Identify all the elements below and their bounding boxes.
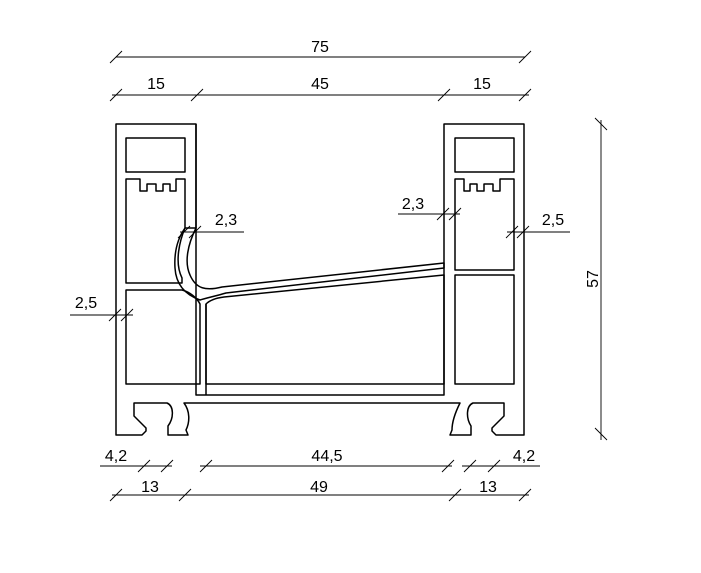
dim-label-overall-width: 75 xyxy=(311,39,329,56)
right-bottom-chamber xyxy=(454,274,515,385)
dim-label-wall-right-inner: 2,3 xyxy=(402,196,424,213)
dim-label-wall-right-outer: 2,5 xyxy=(542,212,564,229)
left-bottom-chamber xyxy=(125,289,201,385)
profile-section xyxy=(115,123,525,436)
dim-wall-left-inner: 2,3 xyxy=(177,212,244,239)
dim-label-wall-left-outer: 2,5 xyxy=(75,295,97,312)
center-chamber xyxy=(205,274,445,385)
right-slot-chamber xyxy=(454,178,515,271)
left-top-chamber xyxy=(125,137,186,173)
dim-label-overall-height: 57 xyxy=(585,270,602,288)
dim-wall-left-outer: 2,5 xyxy=(70,295,134,322)
dim-overall-height: 57 xyxy=(585,117,608,441)
dim-wall-right-outer: 2,5 xyxy=(505,212,570,239)
dim-wall-right-inner: 2,3 xyxy=(398,196,462,221)
dim-label-foot-right: 4,2 xyxy=(513,448,535,465)
dim-label-center-span: 45 xyxy=(311,76,329,93)
dim-label-wall-left-inner: 2,3 xyxy=(215,212,237,229)
dim-label-right-flange: 15 xyxy=(473,76,491,93)
dim-label-inner-span: 44,5 xyxy=(311,448,342,465)
left-slot-chamber xyxy=(125,178,186,284)
right-top-chamber xyxy=(454,137,515,173)
dim-bottom-lower: 13 49 13 xyxy=(109,479,532,502)
dim-label-base-left: 13 xyxy=(141,479,159,496)
dim-top-segments: 15 45 15 xyxy=(109,76,532,102)
dim-label-base-right: 13 xyxy=(479,479,497,496)
dim-label-base-center: 49 xyxy=(310,479,328,496)
dim-label-foot-left: 4,2 xyxy=(105,448,127,465)
curved-tongue xyxy=(174,227,445,301)
dim-bottom-upper: 4,2 44,5 4,2 xyxy=(100,448,540,473)
profile-outer-contour xyxy=(115,123,525,436)
dim-overall-width: 75 xyxy=(109,39,532,64)
dim-label-left-flange: 15 xyxy=(147,76,165,93)
